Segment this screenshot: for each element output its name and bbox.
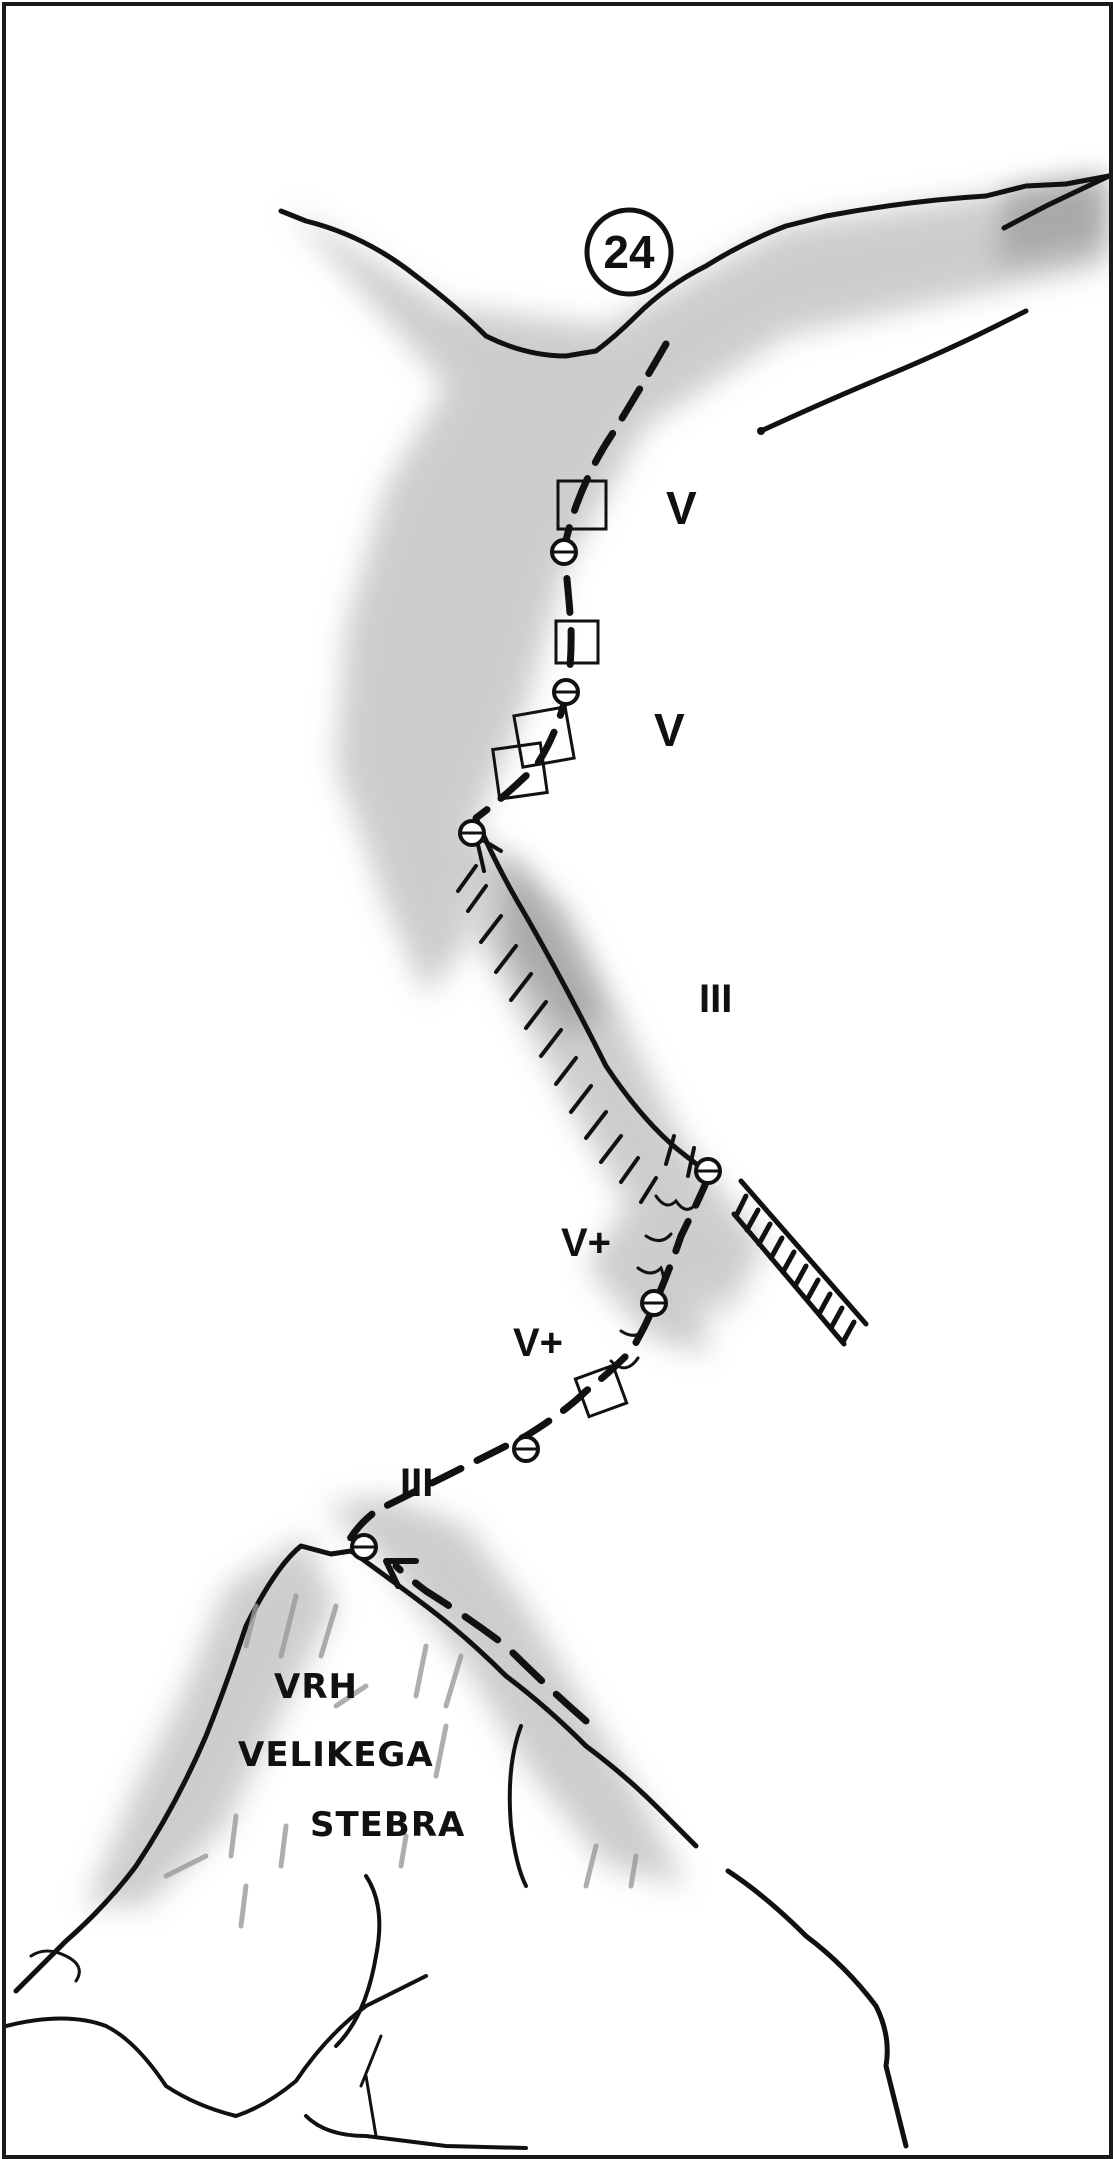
grade-label-pitch-6: III [400,1461,433,1505]
summit-label-line-2: VELIKEGA [238,1735,434,1775]
grade-label-pitch-4: V+ [561,1221,611,1265]
grade-label-pitch-2: V [654,704,685,756]
summit-outline-right [728,1871,906,2146]
summit-label-line-1: VRH [274,1667,358,1707]
route-number: 24 [603,226,655,278]
summit-label-line-3: STEBRA [310,1805,465,1845]
grade-label-pitch-3: III [699,977,732,1021]
topo-drawing: 24 V V III V+ V+ III VRH VELIKEGA STEBRA [6,6,1109,2155]
grade-label-pitch-5: V+ [513,1321,563,1365]
route-number-badge: 24 [587,210,671,294]
grade-label-pitch-1: V [666,482,697,534]
